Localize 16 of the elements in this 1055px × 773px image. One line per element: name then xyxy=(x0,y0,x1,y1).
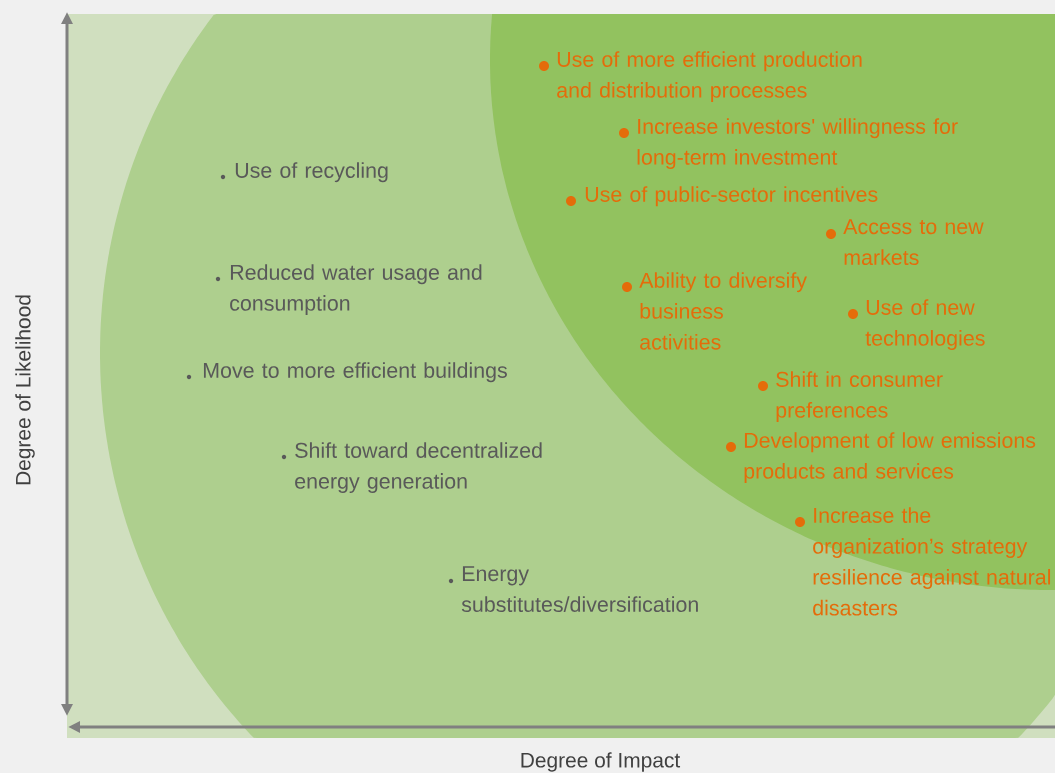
bullet-item: Use of new technologies xyxy=(865,299,985,351)
bullet-item: Development of low emissions products and services xyxy=(744,432,1036,484)
bullet-item: Use of recycling xyxy=(235,162,388,183)
bullet-item: Ability to diversify business activities xyxy=(639,272,807,350)
bullet-item: Shift in consumer preferences xyxy=(776,371,943,423)
bullet-item: Shift toward decentralized energy generation xyxy=(295,442,542,494)
bullet-item: Move to more efficient buildings xyxy=(203,362,507,383)
bullet-item: Access to new markets xyxy=(843,219,984,265)
bullet-item: Use of more efficient production and distribution processes xyxy=(557,51,862,103)
bullet-item: Reduced water usage and consumption xyxy=(230,264,482,316)
axis-label: Degree of Likelihood xyxy=(15,295,35,485)
bullet-item: Energy substitutes/diversification xyxy=(461,566,698,612)
axis-label: Degree of Impact xyxy=(521,752,681,772)
bullet-item: Increase investors' willingness for long-term investment xyxy=(637,118,958,170)
bullet-item: Use of public-sector incentives xyxy=(585,186,878,207)
bullet-item: Increase the organization’s strategy resilience against natural disasters xyxy=(813,507,1051,616)
